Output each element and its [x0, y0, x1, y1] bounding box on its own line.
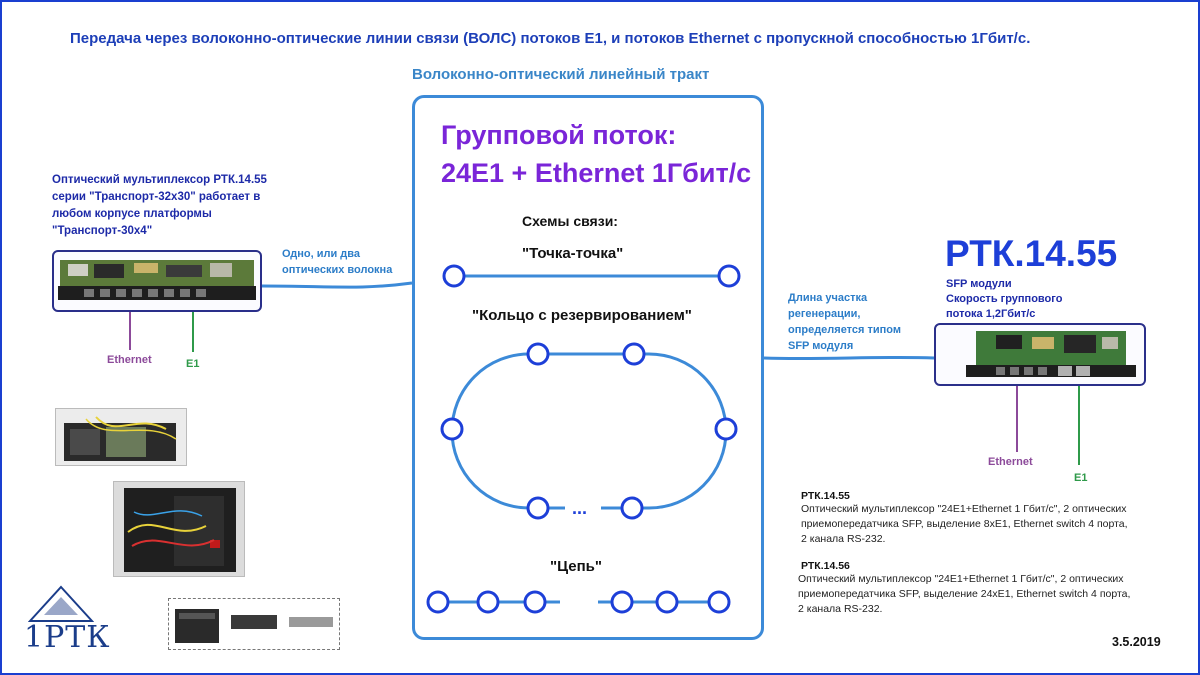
rack-photo-large — [113, 481, 245, 577]
regen-label-line: регенерации, — [788, 308, 861, 320]
desc-line: приемопередатчика SFP, выделение 24хЕ1, … — [798, 588, 1131, 600]
right-caption-line: потока 1,2Гбит/с — [946, 308, 1036, 320]
left-device-caption: Оптический мультиплексор РТК.14.55 серии… — [52, 172, 292, 240]
page-title: Передача через волоконно-оптические лини… — [70, 30, 1031, 47]
right-caption-line: Скорость группового — [946, 293, 1063, 305]
left-e1-label: E1 — [186, 358, 200, 370]
desc-line: Оптический мультиплексор "24Е1+Ethernet … — [798, 573, 1124, 585]
desc-line: 2 канала RS-232. — [801, 533, 886, 545]
desc-line: 2 канала RS-232. — [798, 603, 883, 615]
desc-title-rtk-14-56: РТК.14.56 — [801, 560, 850, 572]
group-flow-title: Групповой поток: — [441, 120, 677, 150]
chain-node-5 — [655, 590, 679, 614]
ring-node-left — [440, 417, 464, 441]
scheme-point-to-point-label: "Точка-точка" — [522, 245, 624, 262]
left-caption-line: Оптический мультиплексор РТК.14.55 — [52, 174, 267, 186]
right-mux-board-image — [966, 331, 1136, 377]
fiber-label-line: Одно, или два — [282, 248, 361, 260]
right-device-caption: SFP модули Скорость группового потока 1,… — [946, 277, 1062, 322]
p2p-node-b — [717, 264, 741, 288]
regeneration-label: Длина участка регенерации, определяется … — [788, 290, 901, 354]
desc-line: Оптический мультиплексор "24Е1+Ethernet … — [801, 503, 1127, 515]
ring-node-top-right — [622, 342, 646, 366]
chain-node-6 — [707, 590, 731, 614]
ring-node-bottom-left — [526, 496, 550, 520]
ring-gap — [565, 500, 601, 516]
left-caption-line: любом корпусе платформы — [52, 208, 212, 220]
left-caption-line: "Транспорт-30х4" — [52, 225, 153, 237]
p2p-node-a — [442, 264, 466, 288]
chain-node-2 — [476, 590, 500, 614]
regen-label-line: определяется типом — [788, 324, 902, 336]
group-flow-composition: 24Е1 + Ethernet 1Гбит/с — [441, 158, 752, 188]
right-fiber-line — [763, 355, 935, 361]
ring-node-right — [714, 417, 738, 441]
left-ethernet-label: Ethernet — [107, 354, 152, 366]
right-e1-label: E1 — [1074, 472, 1088, 484]
left-mux-board-image — [58, 260, 256, 300]
document-date: 3.5.2019 — [1112, 635, 1161, 649]
ring-node-bottom-right — [620, 496, 644, 520]
desc-line: приемопередатчика SFP, выделение 8хЕ1, E… — [801, 518, 1128, 530]
company-logo-text: 1РТК — [24, 620, 111, 655]
desc-title-rtk-14-55: РТК.14.55 — [801, 490, 850, 502]
right-device-name: РТК.14.55 — [945, 233, 1118, 274]
ring-node-top-left — [526, 342, 550, 366]
right-ethernet-label: Ethernet — [988, 456, 1033, 468]
regen-label-line: Длина участка — [788, 292, 868, 304]
optical-tract-box — [412, 95, 764, 640]
left-fiber-line — [261, 281, 413, 289]
rtk-logo-icon — [28, 585, 94, 622]
right-device-box — [934, 323, 1146, 386]
tract-label: Волоконно-оптический линейный тракт — [412, 66, 710, 83]
fiber-label-line: оптических волокна — [282, 264, 393, 276]
desc-text-rtk-14-55: Оптический мультиплексор "24Е1+Ethernet … — [801, 502, 1171, 547]
chain-node-1 — [426, 590, 450, 614]
left-caption-line: серии "Транспорт-32х30" работает в — [52, 191, 261, 203]
chain-node-3 — [523, 590, 547, 614]
right-caption-line: SFP модули — [946, 278, 1012, 290]
regen-label-line: SFP модуля — [788, 340, 854, 352]
equipment-thumbnails — [168, 598, 340, 650]
fiber-label: Одно, или два оптических волокна — [282, 246, 392, 278]
scheme-ring-label: "Кольцо с резервированием" — [472, 307, 692, 324]
ring-ellipsis: ... — [572, 498, 588, 518]
desc-text-rtk-14-56: Оптический мультиплексор "24Е1+Ethernet … — [798, 572, 1168, 617]
ring-path — [450, 352, 728, 510]
left-device-box — [52, 250, 262, 312]
chain-node-4 — [610, 590, 634, 614]
scheme-chain-label: "Цепь" — [550, 558, 602, 575]
rack-photo-small — [55, 408, 187, 466]
schemes-label: Схемы связи: — [522, 213, 618, 229]
